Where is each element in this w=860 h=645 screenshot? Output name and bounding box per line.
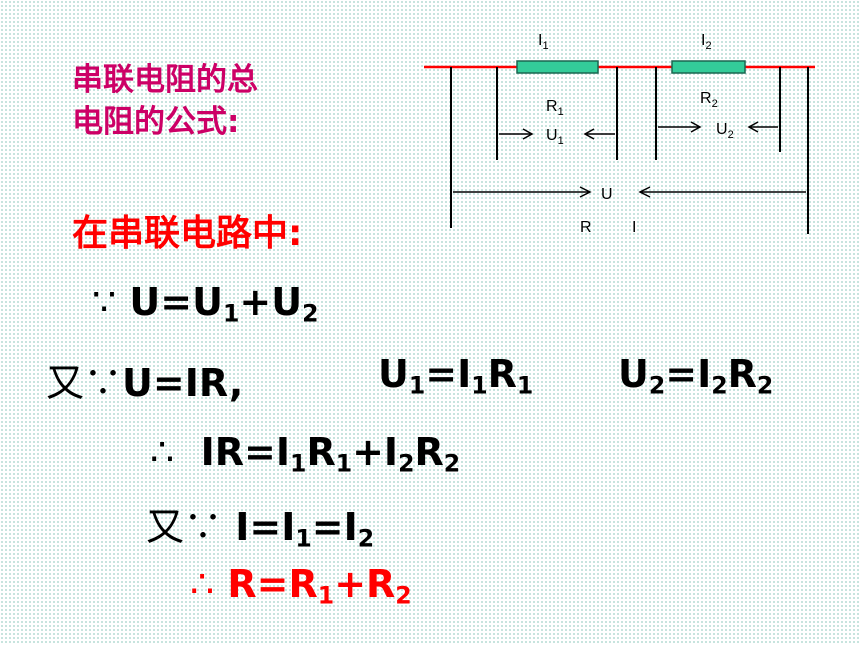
label-i1: I1 [538,32,549,52]
resistor-r2 [671,60,746,74]
label-i: I [632,219,636,236]
resistor-r1 [516,60,599,74]
label-u1: U1 [546,127,564,147]
section-heading: 在串联电路中: [72,213,303,254]
label-r2: R2 [700,90,718,110]
equation-2b: U1=I1R1 [378,352,534,400]
title-line-2: 电阻的公式: [72,104,240,140]
equation-4: 又∵ I=I1=I2 [146,505,375,553]
equation-5-result: ∴ R=R1+R2 [190,562,412,610]
series-circuit-diagram: I1 I2 R1 U1 R2 U2 U R I [424,32,815,236]
equation-2: 又∵U=IR, [46,361,244,405]
label-r1: R1 [546,98,564,118]
equation-2c: U2=I2R2 [618,352,774,400]
label-i2: I2 [701,32,712,52]
title-line-1: 串联电阻的总 [72,62,258,98]
label-u: U [601,186,613,203]
equation-3: ∴ IR=I1R1+I2R2 [150,430,461,478]
equation-1: ∵ U=U1+U2 [92,280,319,328]
label-r: R [580,219,592,236]
label-u2: U2 [716,121,734,141]
